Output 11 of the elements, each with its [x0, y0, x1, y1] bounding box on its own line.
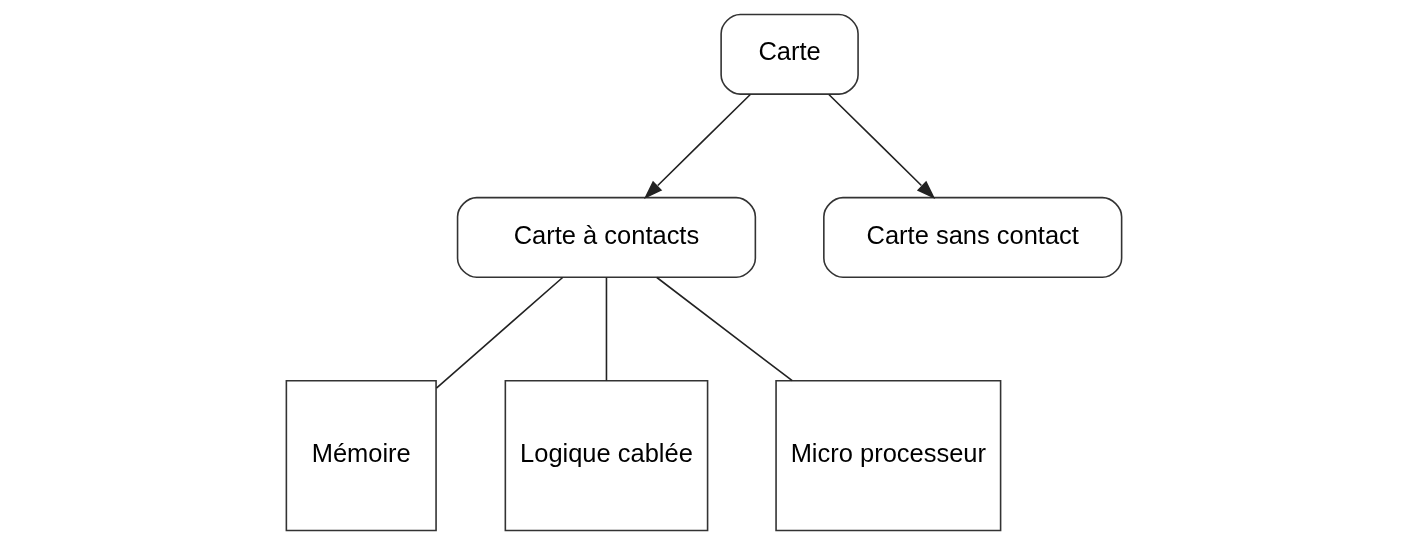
node-box: Mémoire [285, 380, 437, 532]
connector [435, 276, 564, 389]
arrow [828, 93, 936, 199]
connector [605, 276, 608, 382]
node-box: Logique cablée [504, 380, 709, 532]
arrow [643, 93, 752, 199]
node-box: Carte [720, 13, 859, 95]
node-box: Micro processeur [775, 380, 1002, 532]
connector [656, 276, 793, 382]
node-box: Carte sans contact [823, 196, 1123, 279]
node-box: Carte à contacts [456, 196, 757, 279]
